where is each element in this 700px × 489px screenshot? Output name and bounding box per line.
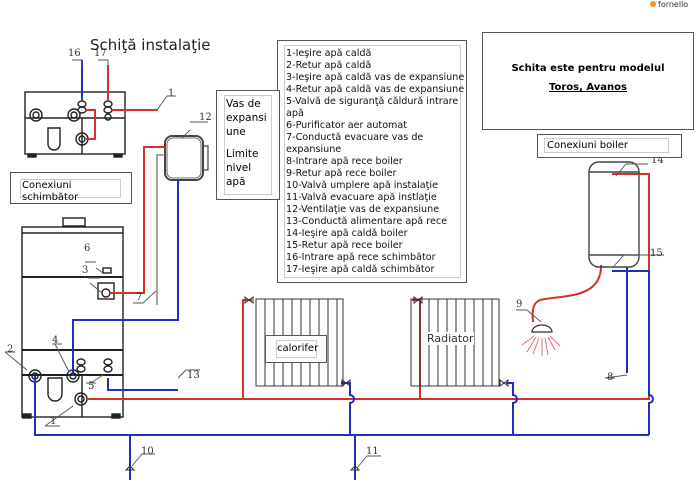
legend-item: 2-Retur apă caldă bbox=[286, 60, 372, 71]
exchanger-connections-label: Conexiuni schimbător bbox=[20, 179, 121, 203]
expansion-vessel-box: Vas de expansi une Limite nivel apă bbox=[216, 90, 280, 200]
callout-8: 8 bbox=[607, 372, 613, 383]
callout-1-top: 1 bbox=[168, 88, 174, 99]
callout-3: 3 bbox=[82, 265, 88, 276]
expansion-vessel bbox=[164, 135, 209, 181]
calorifer-label: calorifer bbox=[276, 340, 318, 358]
expansion-vessel-label-2: expansi bbox=[226, 112, 267, 124]
callout-12: 12 bbox=[199, 112, 212, 123]
valves bbox=[124, 296, 509, 471]
legend-item: 5-Valvă de siguranţă căldură intrare bbox=[286, 96, 459, 107]
legend-item: 15-Retur apă rece boiler bbox=[286, 240, 403, 251]
callout-2: 2 bbox=[7, 344, 13, 355]
radiator-label: Radiator bbox=[427, 332, 474, 345]
callout-1-bottom: 1 bbox=[50, 416, 56, 427]
legend-item: 14-Ieşire apă caldă boiler bbox=[286, 228, 408, 239]
legend-item: 13-Conductă alimentare apă rece bbox=[286, 216, 448, 227]
legend-item: expansiune bbox=[286, 144, 342, 155]
legend-item: 7-Conductă evacuare vas de bbox=[286, 132, 424, 143]
callout-13: 13 bbox=[187, 370, 200, 381]
legend-item: 1-Ieşire apă caldă bbox=[286, 48, 372, 59]
callout-7: 7 bbox=[136, 292, 142, 303]
legend-item: 9-Retur apă rece boiler bbox=[286, 168, 397, 179]
expansion-vessel-label-1: Vas de bbox=[226, 98, 261, 110]
model-info-text: Schita este pentru modelul bbox=[511, 63, 665, 74]
legend-item: 17-Ieşire apă caldă schimbător bbox=[286, 264, 435, 275]
brand-logo-icon bbox=[650, 1, 656, 7]
water-limits-label-1: Limite bbox=[226, 148, 259, 160]
callout-numbers: 16 17 1 12 6 3 7 2 4 5 13 1 10 11 8 9 14… bbox=[7, 48, 664, 457]
callout-leaders bbox=[4, 59, 664, 469]
legend-item: 8-Intrare apă rece boiler bbox=[286, 156, 403, 167]
legend-item: 6-Purificator aer automat bbox=[286, 120, 408, 131]
water-limits-label-2: nivel bbox=[226, 162, 252, 174]
legend-item: 10-Valvă umplere apă instalaţie bbox=[286, 180, 438, 191]
callout-15: 15 bbox=[650, 248, 663, 259]
exchanger-pipes bbox=[81, 60, 158, 140]
calorifer-label-box: calorifer bbox=[265, 335, 327, 363]
callout-5: 5 bbox=[88, 381, 94, 392]
legend-item: 3-Ieşire apă caldă vas de expansiune bbox=[286, 72, 465, 83]
shower-head bbox=[521, 324, 561, 356]
legend-item: 16-Intrare apă rece schimbător bbox=[286, 252, 436, 263]
model-info-box: Schita este pentru modelul Toros, Avanos bbox=[482, 32, 694, 130]
expansion-drain-pipe bbox=[156, 154, 165, 305]
callout-17: 17 bbox=[94, 48, 107, 59]
cold-water-pipes bbox=[34, 180, 654, 480]
model-name: Toros, Avanos bbox=[549, 82, 627, 93]
callout-9: 9 bbox=[516, 299, 522, 310]
callout-4: 4 bbox=[52, 335, 58, 346]
brand-name: fornello bbox=[658, 0, 688, 9]
legend-item: 4-Retur apă caldă vas de expansiune bbox=[286, 84, 465, 95]
expansion-vessel-label-3: une bbox=[226, 126, 246, 138]
hot-water-tank bbox=[588, 161, 640, 268]
callout-16: 16 bbox=[68, 48, 81, 59]
legend-item: 12-Ventilaţie vas de expansiune bbox=[286, 204, 440, 215]
boiler-connections-label: Conexiuni boiler bbox=[544, 138, 669, 153]
heat-exchanger-unit bbox=[24, 91, 126, 158]
boiler-connections-box: Conexiuni boiler bbox=[537, 134, 682, 158]
callout-14: 14 bbox=[651, 155, 664, 166]
legend-item: apă bbox=[286, 108, 304, 119]
callout-6: 6 bbox=[84, 243, 90, 254]
water-limits-label-3: apă bbox=[226, 176, 246, 188]
callout-11: 11 bbox=[366, 446, 379, 457]
legend-item: 11-Valvă evacuare apă instlaţie bbox=[286, 192, 437, 203]
diagram-title: Schiţă instalaţie bbox=[90, 36, 210, 54]
callout-10: 10 bbox=[141, 446, 154, 457]
exchanger-connections-box: Conexiuni schimbător bbox=[10, 172, 132, 204]
